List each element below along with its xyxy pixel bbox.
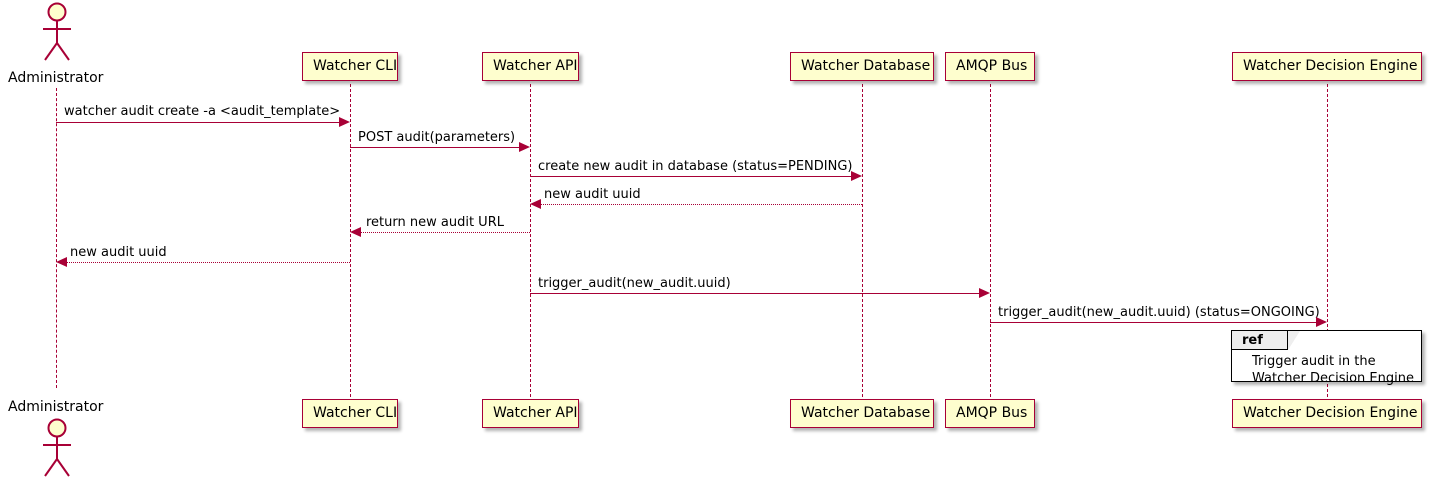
message-label-8: trigger_audit(new_audit.uuid) (status=ON… — [998, 305, 1320, 320]
actor-icon — [43, 418, 71, 477]
message-arrowhead-6 — [56, 257, 67, 267]
message-label-6: new audit uuid — [70, 245, 167, 260]
participant-decision-engine-top[interactable]: Watcher Decision Engine — [1232, 52, 1422, 81]
actor-administrator-bottom[interactable] — [34, 418, 80, 484]
ref-fragment-line-2: Watcher Decision Engine — [1252, 371, 1414, 386]
message-line-8 — [990, 322, 1320, 323]
participant-watcher-cli-bottom[interactable]: Watcher CLI — [302, 399, 398, 428]
participant-decision-engine-bottom[interactable]: Watcher Decision Engine — [1232, 399, 1422, 428]
message-label-1: watcher audit create -a <audit_template> — [64, 104, 341, 119]
message-line-3 — [530, 176, 855, 177]
participant-watcher-api-bottom[interactable]: Watcher API — [482, 399, 579, 428]
ref-fragment-keyword: ref — [1232, 331, 1288, 350]
message-label-5: return new audit URL — [366, 215, 504, 230]
participant-watcher-cli-top[interactable]: Watcher CLI — [302, 52, 398, 81]
message-line-7 — [530, 293, 983, 294]
message-line-5 — [361, 232, 530, 233]
message-line-6 — [67, 262, 350, 263]
lifeline-decision-engine — [1327, 84, 1328, 397]
message-label-2: POST audit(parameters) — [358, 130, 516, 145]
participant-watcher-database-bottom[interactable]: Watcher Database — [790, 399, 934, 428]
ref-fragment-tab-notch — [1288, 331, 1300, 350]
actor-administrator-top[interactable] — [34, 2, 80, 68]
ref-fragment[interactable]: ref Trigger audit in the Watcher Decisio… — [1231, 330, 1422, 386]
actor-icon — [43, 2, 71, 61]
message-label-4: new audit uuid — [544, 187, 641, 202]
message-arrowhead-8 — [1316, 317, 1327, 327]
ref-fragment-line-1: Trigger audit in the — [1252, 354, 1376, 369]
lifeline-watcher-cli — [350, 84, 351, 397]
participant-watcher-api-top[interactable]: Watcher API — [482, 52, 579, 81]
message-line-2 — [350, 147, 523, 148]
message-line-4 — [541, 204, 862, 205]
lifeline-administrator — [56, 88, 57, 388]
participant-watcher-database-top[interactable]: Watcher Database — [790, 52, 934, 81]
message-label-3: create new audit in database (status=PEN… — [538, 159, 853, 174]
participant-amqp-bus-top[interactable]: AMQP Bus — [945, 52, 1035, 81]
message-line-1 — [56, 122, 343, 123]
message-arrowhead-3 — [851, 171, 862, 181]
lifeline-amqp-bus — [990, 84, 991, 397]
message-label-7: trigger_audit(new_audit.uuid) — [538, 276, 731, 291]
message-arrowhead-5 — [350, 227, 361, 237]
message-arrowhead-1 — [339, 117, 350, 127]
actor-label-administrator-bottom: Administrator — [8, 399, 104, 415]
actor-label-administrator-top: Administrator — [8, 70, 104, 86]
participant-amqp-bus-bottom[interactable]: AMQP Bus — [945, 399, 1035, 428]
message-arrowhead-2 — [519, 142, 530, 152]
message-arrowhead-4 — [530, 199, 541, 209]
lifeline-watcher-database — [862, 84, 863, 397]
message-arrowhead-7 — [979, 288, 990, 298]
lifeline-watcher-api — [530, 84, 531, 397]
